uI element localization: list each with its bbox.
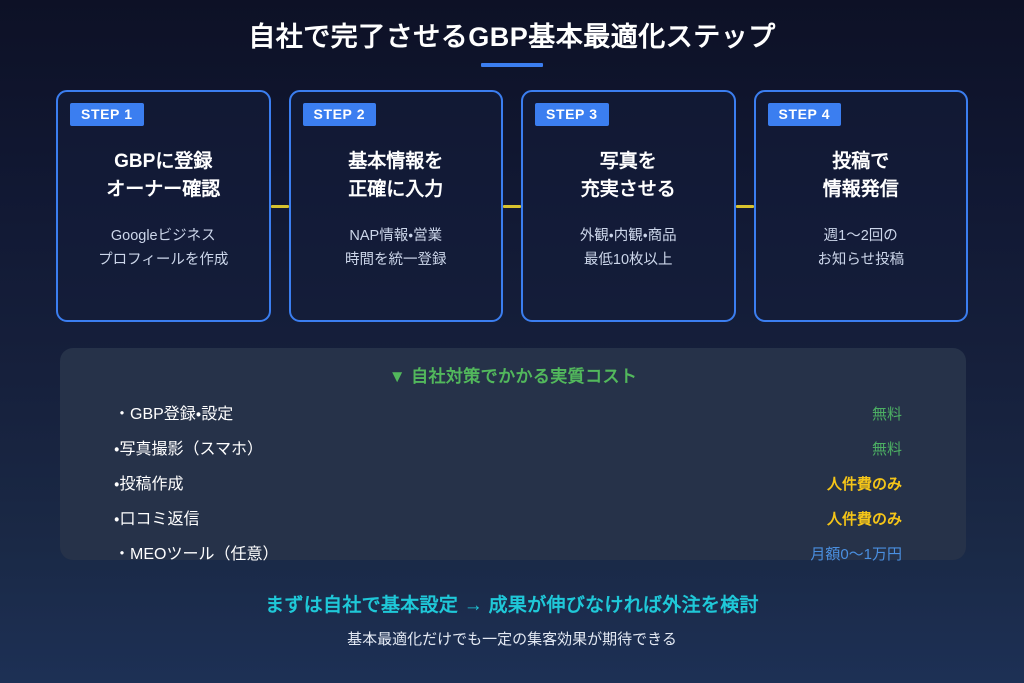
cost-list: ・GBP登録・設定 無料 ・写真撮影（スマホ） 無料 ・投稿作成 人件費のみ ・… <box>92 394 934 569</box>
page-header: 自社で完了させるGBP基本最適化ステップ <box>0 0 1024 68</box>
step-heading-2: 基本情報を 正確に入力 <box>348 151 444 200</box>
step-description-4: 週1〜2回の お知らせ投稿 <box>817 228 905 268</box>
cost-item-value: 無料 <box>871 440 902 458</box>
cost-row: ・GBP登録・設定 無料 <box>92 394 934 429</box>
page-title: 自社で完了させるGBP基本最適化ステップ <box>248 22 776 52</box>
step-badge-3: STEP 3 <box>535 103 609 126</box>
step-badge-4: STEP 4 <box>767 103 842 126</box>
step-description-3: 外観・内観・商品 最低10枚以上 <box>579 228 677 268</box>
cost-item-label: ・口コミ返信 <box>114 510 200 528</box>
step-card-1[interactable]: STEP 1 GBPに登録 オーナー確認 Googleビジネス プロフィールを作… <box>56 90 271 322</box>
step-card-4[interactable]: STEP 4 投稿で 情報発信 週1〜2回の お知らせ投稿 <box>753 90 968 322</box>
cost-item-label: ・GBP登録・設定 <box>114 405 234 423</box>
cost-item-value: 無料 <box>871 405 902 423</box>
cost-row: ・口コミ返信 人件費のみ <box>92 499 934 534</box>
connector-line-1-2 <box>270 204 289 208</box>
step-card-2[interactable]: STEP 2 基本情報を 正確に入力 NAP情報・営業 時間を統一登録 <box>288 90 503 322</box>
step-badge-1: STEP 1 <box>70 103 144 126</box>
footer-headline: まずは自社で基本設定 → 成果が伸びなければ外注を検討 <box>265 595 759 616</box>
cost-item-label: ・MEOツール（任意） <box>114 545 279 563</box>
step-description-2: NAP情報・営業 時間を統一登録 <box>345 228 447 268</box>
footer: まずは自社で基本設定 → 成果が伸びなければ外注を検討 基本最適化だけでも一定の… <box>0 590 1024 649</box>
connector-line-2-3 <box>503 204 521 208</box>
step-heading-4: 投稿で 情報発信 <box>822 151 899 200</box>
cost-item-value: 人件費のみ <box>826 475 902 493</box>
cost-item-label: ・投稿作成 <box>114 475 184 493</box>
connector-line-3-4 <box>735 204 754 208</box>
cost-item-value: 月額0〜1万円 <box>810 545 902 563</box>
step-heading-1: GBPに登録 オーナー確認 <box>106 151 221 200</box>
cost-panel: ▼ 自社対策でかかる実質コスト ・GBP登録・設定 無料 ・写真撮影（スマホ） … <box>60 348 966 563</box>
step-card-3[interactable]: STEP 3 写真を 充実させる 外観・内観・商品 最低10枚以上 <box>521 90 736 322</box>
cost-row: ・MEOツール（任意） 月額0〜1万円 <box>92 534 934 569</box>
cost-item-label: ・写真撮影（スマホ） <box>114 440 263 458</box>
cost-panel-title: ▼ 自社対策でかかる実質コスト <box>388 367 638 386</box>
steps-row: STEP 1 GBPに登録 オーナー確認 Googleビジネス プロフィールを作… <box>56 90 968 322</box>
step-heading-3: 写真を 充実させる <box>580 151 676 200</box>
step-badge-2: STEP 2 <box>302 103 377 126</box>
footer-subtext: 基本最適化だけでも一定の集客効果が期待できる <box>347 631 677 648</box>
title-underline-rule <box>481 63 543 68</box>
cost-row: ・投稿作成 人件費のみ <box>92 464 934 499</box>
cost-item-value: 人件費のみ <box>826 510 902 528</box>
cost-row: ・写真撮影（スマホ） 無料 <box>92 429 934 464</box>
step-description-1: Googleビジネス プロフィールを作成 <box>98 228 229 268</box>
